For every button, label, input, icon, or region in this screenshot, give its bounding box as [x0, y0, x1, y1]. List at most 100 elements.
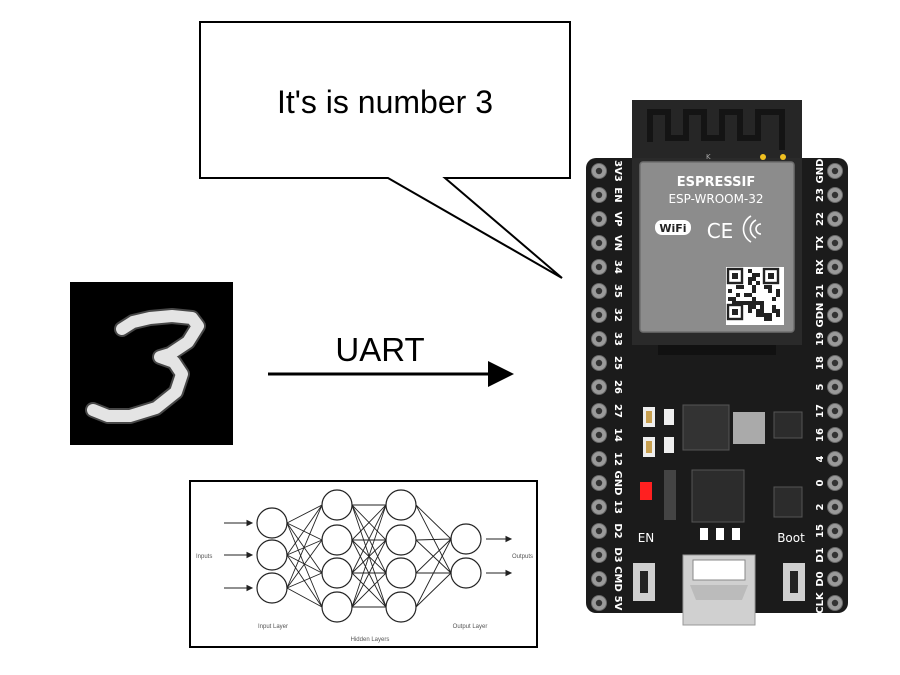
qr-module: [756, 273, 760, 277]
pin-hole: [595, 215, 603, 223]
pin-hole: [831, 599, 839, 607]
nn-edge: [286, 522, 323, 608]
pin-label: CMD: [612, 566, 623, 592]
hidden-node: [321, 489, 353, 521]
qr-code: [726, 267, 784, 325]
pin-hole: [831, 215, 839, 223]
qr-module: [772, 305, 776, 309]
pin-label: 26: [612, 380, 623, 394]
pin-hole: [831, 575, 839, 583]
qr-module: [760, 305, 764, 309]
pin-hole: [595, 311, 603, 319]
qr-module: [752, 301, 756, 305]
pin-label: GND: [815, 159, 826, 184]
qr-module: [728, 289, 732, 293]
antenna-trace: [647, 109, 785, 150]
nn-edge: [415, 504, 452, 540]
qr-module: [744, 301, 748, 305]
pin-label: TX: [815, 235, 826, 250]
pin-label: 2: [815, 503, 826, 510]
qr-finder-center: [732, 309, 738, 315]
qr-module: [740, 285, 744, 289]
pin-hole: [595, 551, 603, 559]
qr-module: [736, 301, 740, 305]
qr-module: [768, 289, 772, 293]
pin-hole: [831, 455, 839, 463]
pin-hole: [831, 383, 839, 391]
qr-module: [732, 301, 736, 305]
qr-module: [760, 309, 764, 313]
nn-edge: [286, 539, 323, 589]
pin-label: 5V: [612, 596, 623, 611]
regulator-chip: [682, 404, 730, 451]
en-button[interactable]: [633, 563, 655, 601]
pin-label: VP: [612, 211, 623, 226]
pin-hole: [831, 551, 839, 559]
micro-usb-port[interactable]: [682, 554, 756, 626]
qr-module: [736, 285, 740, 289]
pin-label: D0: [815, 571, 826, 586]
speech-bubble-text: It's is number 3: [277, 84, 493, 120]
qr-module: [748, 305, 752, 309]
pin-hole: [595, 383, 603, 391]
pin-label: 34: [612, 260, 623, 274]
output-node: [450, 557, 482, 589]
output-arrow-head: [505, 535, 513, 543]
nn-output-layer-label: Output Layer: [453, 624, 488, 630]
nn-edge: [415, 538, 452, 574]
pin-hole: [595, 335, 603, 343]
antenna-mark: K: [706, 153, 711, 161]
pin-hole: [595, 191, 603, 199]
nn-edge: [351, 539, 387, 608]
pin-hole: [831, 263, 839, 271]
pin-hole: [831, 503, 839, 511]
qr-module: [764, 313, 768, 317]
qr-module: [732, 297, 736, 301]
pin-label: GDN: [815, 303, 826, 328]
pin-label: 35: [612, 284, 623, 298]
nn-edge: [351, 572, 387, 608]
pin-label: EN: [612, 187, 623, 202]
usb-uart-chip: [691, 469, 745, 523]
input-node: [256, 507, 288, 539]
pin-hole: [831, 359, 839, 367]
pin-hole: [595, 287, 603, 295]
pin-hole: [595, 575, 603, 583]
pin-label: 5: [815, 383, 826, 390]
output-node: [450, 523, 482, 555]
module-model: ESP-WROOM-32: [668, 192, 763, 206]
qr-module: [748, 293, 752, 297]
pin-hole: [595, 455, 603, 463]
qr-module: [764, 317, 768, 321]
qr-module: [760, 301, 764, 305]
hidden-node: [385, 489, 417, 521]
qr-module: [752, 297, 756, 301]
pin-label: 16: [815, 428, 826, 442]
pin-hole: [831, 311, 839, 319]
qr-module: [768, 313, 772, 317]
qr-module: [756, 301, 760, 305]
hidden-node: [321, 557, 353, 589]
qr-module: [752, 285, 756, 289]
pin-label: 27: [612, 404, 623, 418]
qr-module: [748, 277, 752, 281]
qr-module: [744, 293, 748, 297]
qr-module: [776, 313, 780, 317]
pin-hole: [831, 431, 839, 439]
qr-module: [748, 301, 752, 305]
arrow-head: [488, 361, 514, 387]
qr-module: [768, 285, 772, 289]
qr-module: [756, 313, 760, 317]
wroom-module: K ESPRESSIF ESP-WROOM-32 WiFi CE: [632, 100, 802, 345]
pin-label: GND: [612, 471, 623, 496]
boot-button[interactable]: [783, 563, 805, 601]
pin-hole: [831, 239, 839, 247]
qr-module: [752, 305, 756, 309]
nn-edge: [415, 572, 452, 608]
qr-module: [728, 297, 732, 301]
esp32-board: 3V3ENVPVN343532332526271412GND13D2D3CMD5…: [586, 100, 848, 626]
pin-label: D2: [612, 523, 623, 538]
qr-finder-center: [768, 273, 774, 279]
qr-module: [756, 309, 760, 313]
qr-module: [776, 293, 780, 297]
